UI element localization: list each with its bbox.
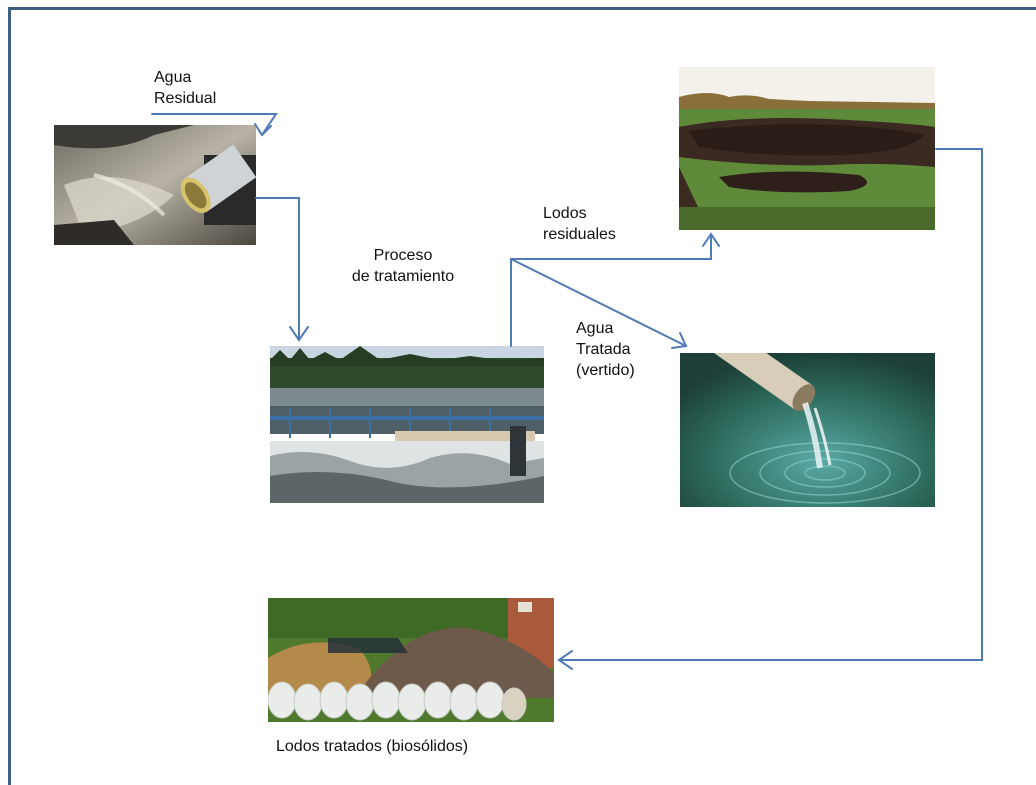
arrowhead-to-biosolids <box>557 650 573 670</box>
arrow-agua-residual <box>151 113 278 136</box>
label-lodos-residuales: Lodos residuales <box>543 205 616 243</box>
arrow-to-biosolids <box>559 148 983 661</box>
treated-water-photo <box>680 353 935 507</box>
arrowhead-to-treated-water <box>671 332 688 349</box>
wastewater-pipe-photo <box>54 125 256 245</box>
arrowhead-agua-residual <box>254 123 272 137</box>
arrowhead-to-treatment <box>289 326 309 342</box>
label-lodos-tratados: Lodos tratados (biosólidos) <box>276 738 469 755</box>
sludge-field-photo <box>679 67 935 230</box>
label-proceso-tratamiento: Proceso de tratamiento <box>351 247 455 285</box>
label-agua-tratada: Agua Tratada (vertido) <box>576 320 635 379</box>
diagram-frame <box>8 7 1036 785</box>
biosolids-photo <box>268 598 554 722</box>
arrow-to-treatment <box>255 197 300 341</box>
arrow-to-sludge-field <box>510 234 712 260</box>
treatment-plant-photo <box>270 346 544 503</box>
label-agua-residual: Agua Residual <box>154 69 217 107</box>
arrowhead-to-sludge-field <box>702 232 720 247</box>
arrow-to-treated-water <box>510 258 687 347</box>
